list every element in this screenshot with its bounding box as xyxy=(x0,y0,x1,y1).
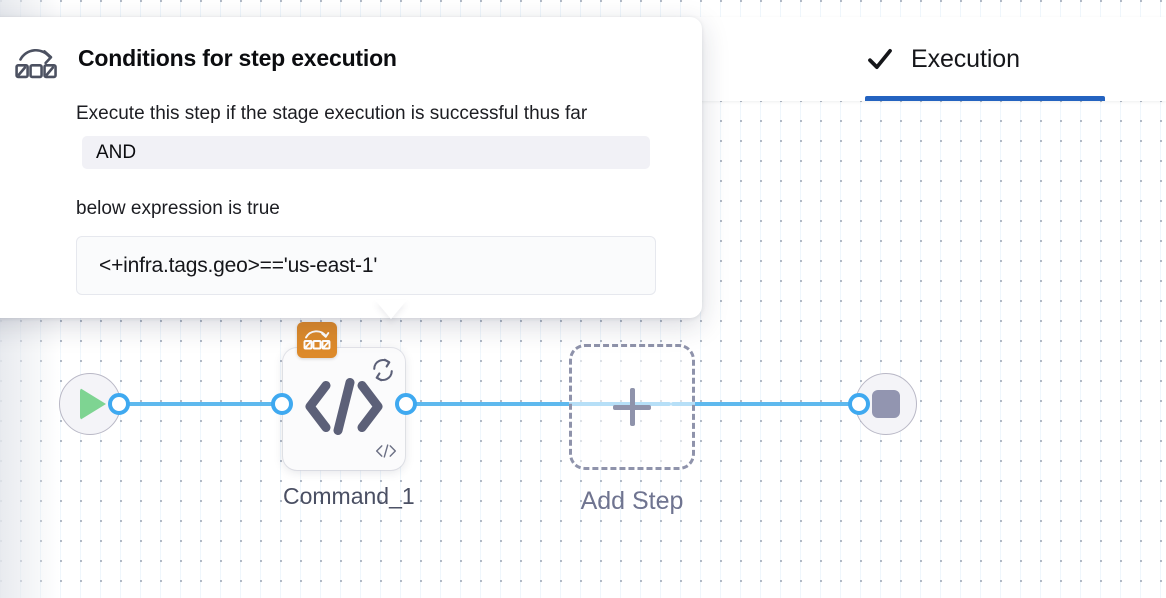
add-step-label: Add Step xyxy=(580,487,684,515)
conditional-execution-icon xyxy=(14,43,58,85)
step-type-code-icon xyxy=(375,443,397,464)
step-node-command-1[interactable] xyxy=(283,322,405,470)
start-node-output-port[interactable] xyxy=(108,393,130,415)
active-tab-indicator xyxy=(865,96,1105,101)
stop-icon xyxy=(872,390,900,418)
step-node-input-port[interactable] xyxy=(271,393,293,415)
tab-execution[interactable]: Execution xyxy=(865,17,1020,101)
popover-title: Conditions for step execution xyxy=(78,45,397,71)
code-icon xyxy=(304,376,384,443)
condition-expression-field[interactable]: <+infra.tags.geo>=='us-east-1' xyxy=(76,236,656,295)
condition-expression-value: <+infra.tags.geo>=='us-east-1' xyxy=(99,253,378,277)
step-node-label: Command_1 xyxy=(283,483,415,509)
plus-icon-bar xyxy=(613,404,651,410)
connector-start-to-step[interactable] xyxy=(118,402,290,406)
connector-addstep-to-end[interactable] xyxy=(671,402,871,406)
play-icon xyxy=(80,388,106,420)
conditional-execution-icon[interactable] xyxy=(297,322,337,358)
popover-arrow xyxy=(375,300,407,319)
step-node-output-port[interactable] xyxy=(395,393,417,415)
add-step-button[interactable] xyxy=(569,344,695,470)
check-icon xyxy=(865,44,895,74)
connector-step-to-addstep[interactable] xyxy=(403,402,671,406)
condition-operator-value: AND xyxy=(96,141,137,163)
popover-description-line-1: Execute this step if the stage execution… xyxy=(76,103,588,124)
tab-execution-label: Execution xyxy=(911,44,1020,73)
end-node-input-port[interactable] xyxy=(848,393,870,415)
pipeline-graph: Command_1 Add Step xyxy=(0,101,1166,598)
step-conditions-popover: Conditions for step execution Execute th… xyxy=(0,17,702,318)
loop-icon xyxy=(369,356,397,389)
condition-operator-field[interactable]: AND xyxy=(82,136,650,169)
popover-description-line-2: below expression is true xyxy=(76,198,280,219)
